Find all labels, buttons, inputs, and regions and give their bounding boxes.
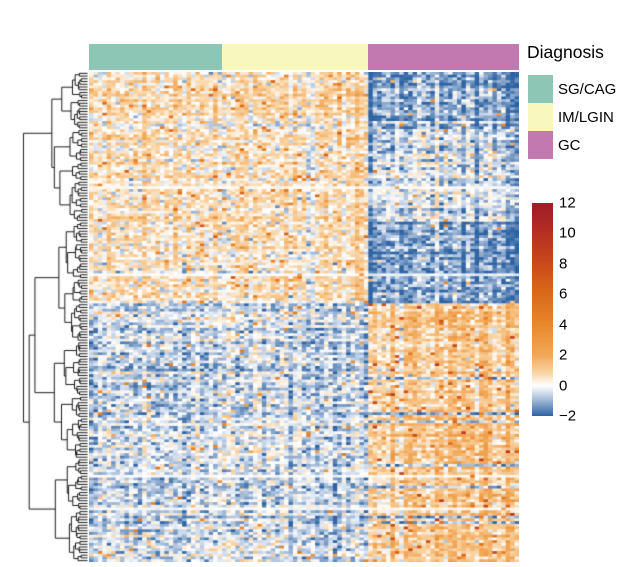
- colorbar-tick-label: 10: [559, 224, 576, 242]
- colorbar-tick-label: 0: [559, 377, 568, 395]
- legend-label-sg-cag: SG/CAG: [558, 80, 617, 98]
- colorbar-gradient: [532, 203, 553, 416]
- legend-item-sg-cag: SG/CAG: [528, 75, 616, 103]
- annotation-segment-gc: [368, 44, 519, 70]
- row-dendrogram: [2, 72, 88, 562]
- legend-item-gc: GC: [528, 131, 581, 159]
- legend-label-im-lgin: IM/LGIN: [558, 108, 614, 126]
- legend-swatch-gc: [528, 131, 553, 159]
- colorbar-tick-label: −2: [559, 407, 577, 425]
- colorbar-tick-label: 12: [559, 194, 576, 212]
- legend-item-im-lgin: IM/LGIN: [528, 103, 614, 131]
- colorbar-tick-label: 8: [559, 255, 568, 273]
- colorbar-tick-label: 2: [559, 346, 568, 364]
- annotation-segment-sg-cag: [89, 44, 222, 70]
- colorbar-tick-label: 4: [559, 316, 568, 334]
- legend-swatch-sg-cag: [528, 75, 553, 103]
- heatmap-matrix: [89, 72, 519, 562]
- colorbar-tick-label: 6: [559, 285, 568, 303]
- annotation-segment-im-lgin: [221, 44, 369, 70]
- column-annotation-bar: [89, 44, 519, 70]
- legend-label-gc: GC: [558, 136, 581, 154]
- annotation-legend-title: Diagnosis: [527, 42, 604, 62]
- legend-swatch-im-lgin: [528, 103, 553, 131]
